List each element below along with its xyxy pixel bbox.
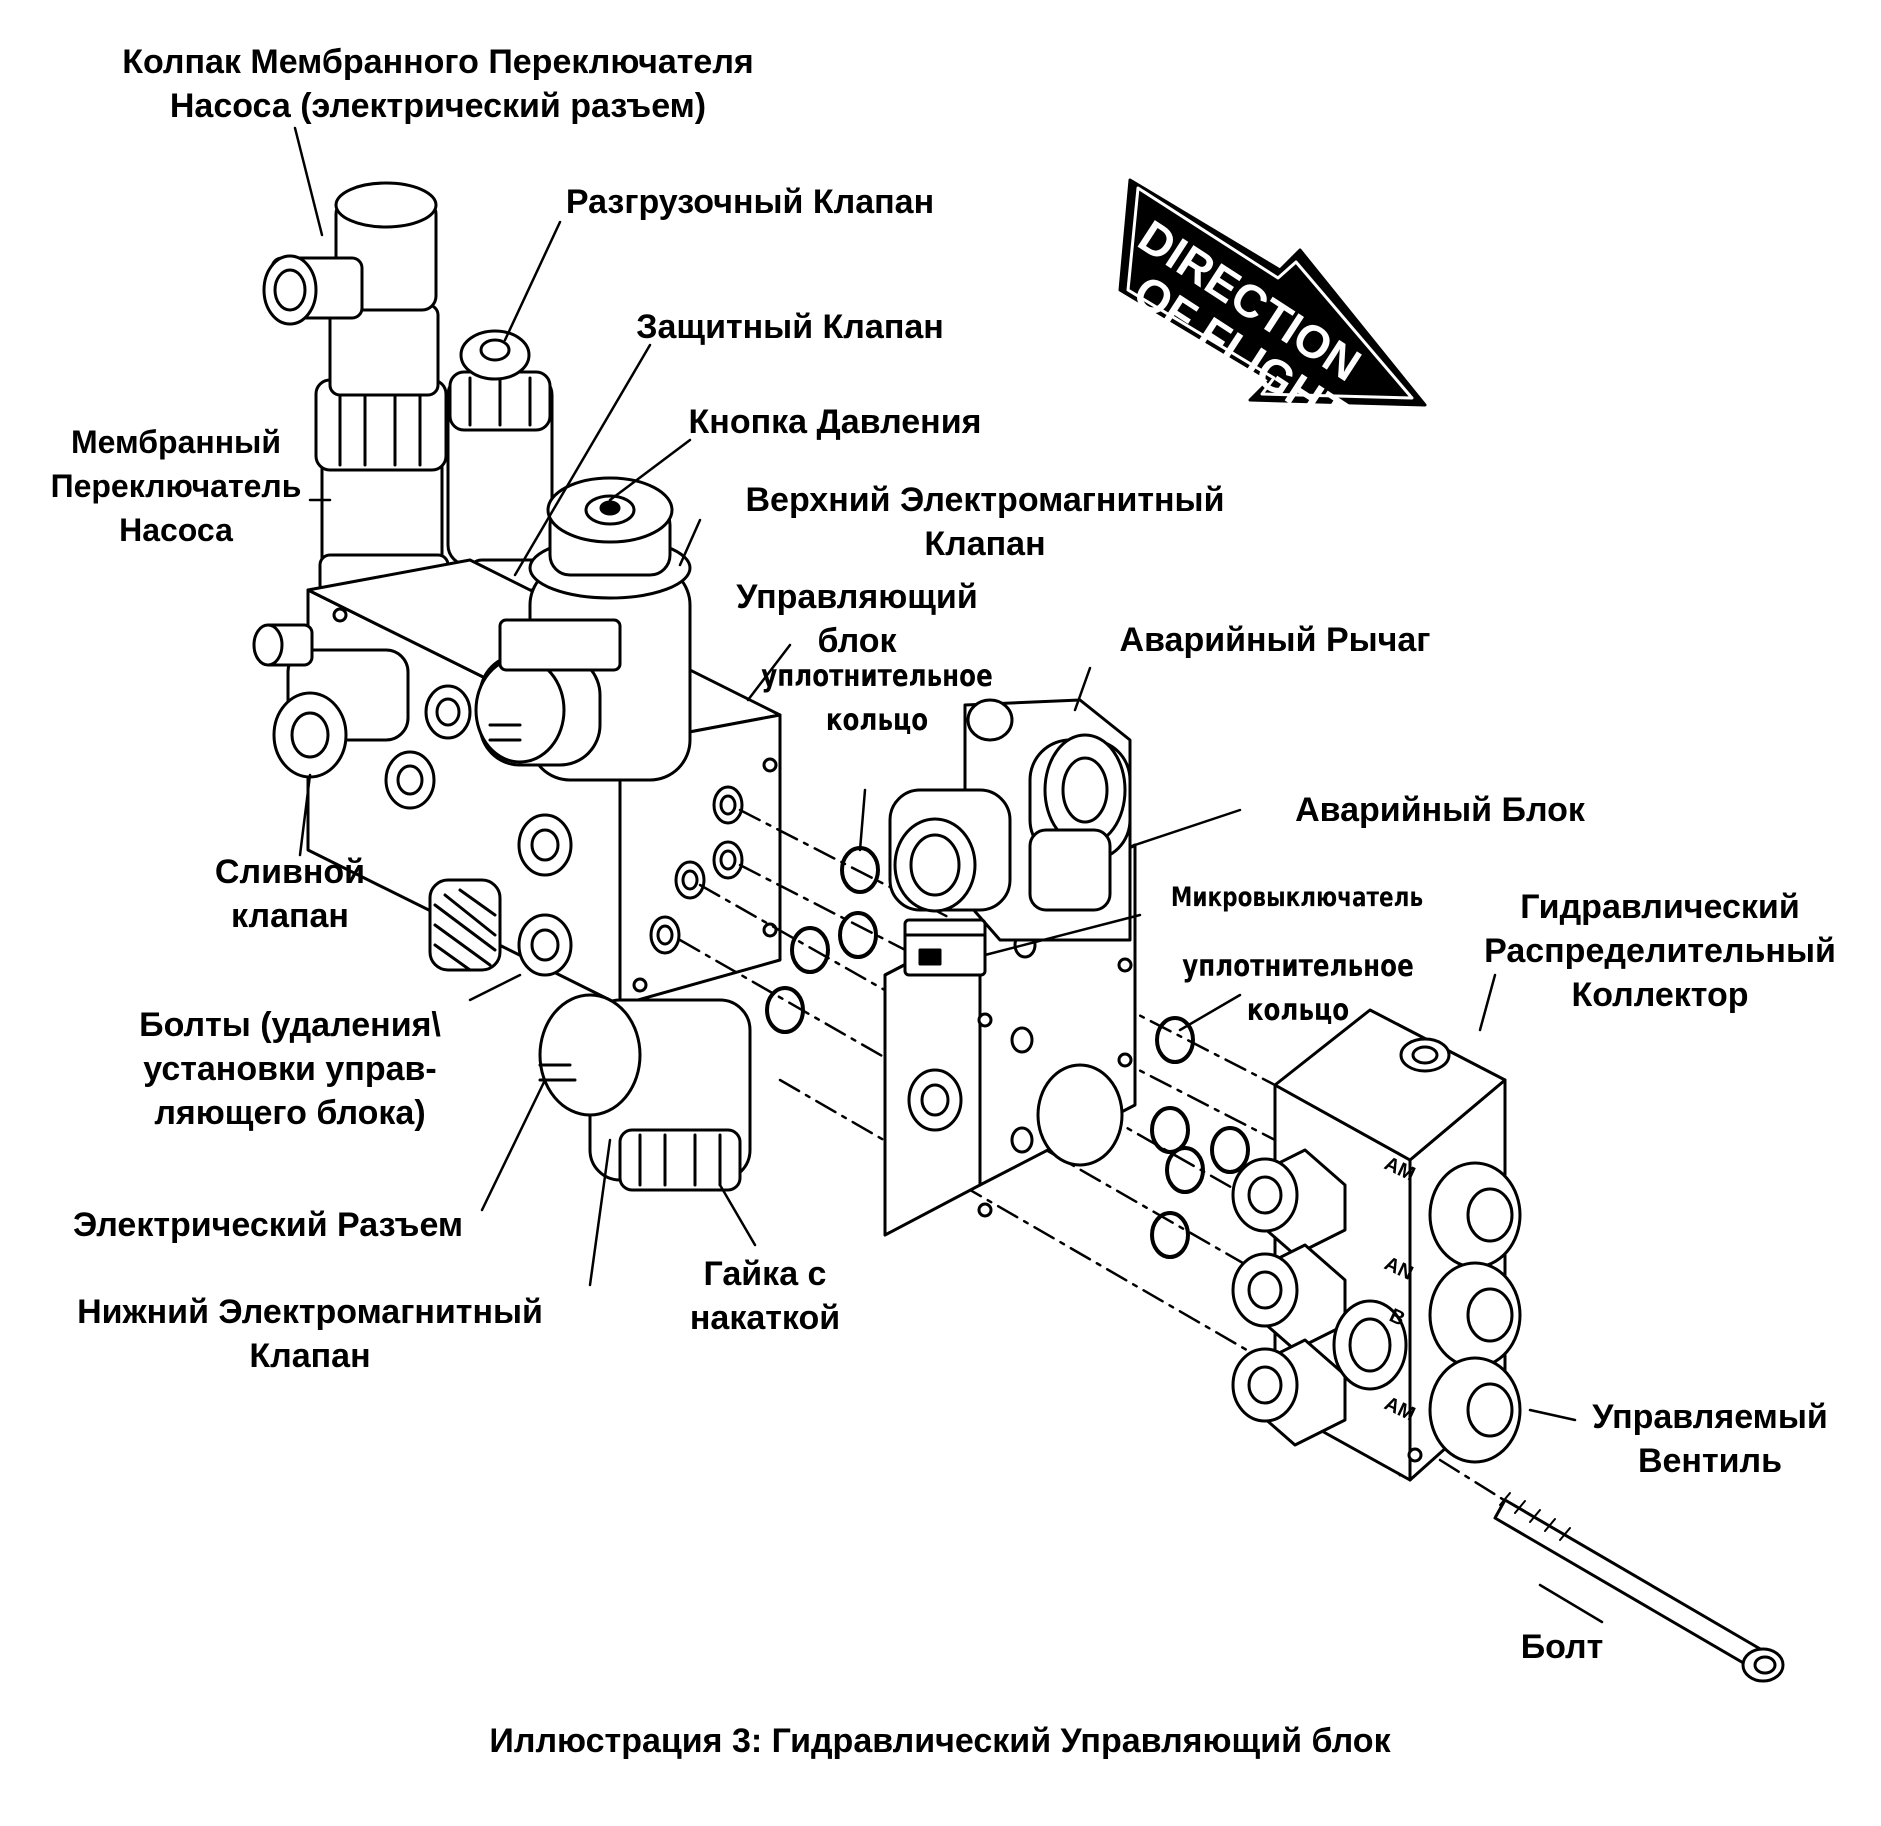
hydraulic-distribution-manifold: AM AN B AM <box>1231 1008 1522 1482</box>
pump-switch-cap <box>262 181 438 326</box>
microswitch <box>903 918 987 977</box>
label-safety-valve: Защитный Клапан <box>636 308 944 346</box>
label-microswitch: Микровыключатель <box>1170 882 1424 913</box>
label-bolt: Болт <box>1520 1628 1604 1666</box>
label-relief-valve: Разгрузочный Клапан <box>565 183 935 221</box>
pressure-button <box>546 476 674 577</box>
o-rings <box>765 846 1250 1259</box>
figure-caption: Иллюстрация 3: Гидравлический Управляющи… <box>489 1722 1391 1760</box>
knurled-nut-lower <box>428 878 502 972</box>
label-emergency-block: Аварийный Блок <box>1295 791 1585 829</box>
long-bolt <box>1493 1492 1785 1683</box>
leader-lines <box>293 126 1604 1624</box>
membrane-pump-switch <box>314 303 450 597</box>
relief-valve <box>446 329 554 567</box>
label-emergency-lever: Аварийный Рычаг <box>1119 621 1431 659</box>
emergency-lever <box>888 698 1132 942</box>
direction-of-flight-badge: DIRECTION OF FLIGHT <box>1118 178 1427 441</box>
label-pressure-button: Кнопка Давления <box>688 403 982 441</box>
lower-solenoid-valve <box>538 993 752 1192</box>
label-control-block-bolts: Болты (удаления\установки управ-ляющего … <box>139 1006 441 1132</box>
label-electrical-connector: Электрический Разъем <box>72 1206 464 1244</box>
